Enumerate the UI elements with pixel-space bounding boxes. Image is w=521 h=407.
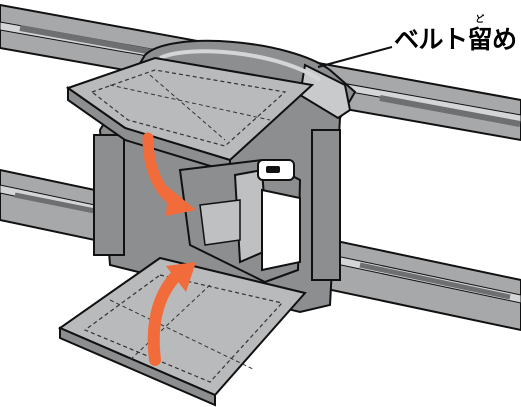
fold-up-arrow	[147, 262, 196, 366]
furigana-reading: ど	[475, 15, 485, 25]
label-tail: め	[492, 25, 517, 54]
fold-down-arrow	[142, 132, 196, 216]
label-kanji-with-reading: ど留	[467, 16, 493, 54]
buckle	[178, 158, 302, 284]
callout-leader-line	[317, 46, 393, 68]
label-main: ベルト	[394, 25, 468, 54]
belt-clip-label: ベルトど留め	[394, 16, 517, 54]
lower-belt-flap	[57, 256, 307, 407]
upper-belt-flap	[65, 56, 315, 174]
label-kanji: 留	[467, 25, 493, 54]
